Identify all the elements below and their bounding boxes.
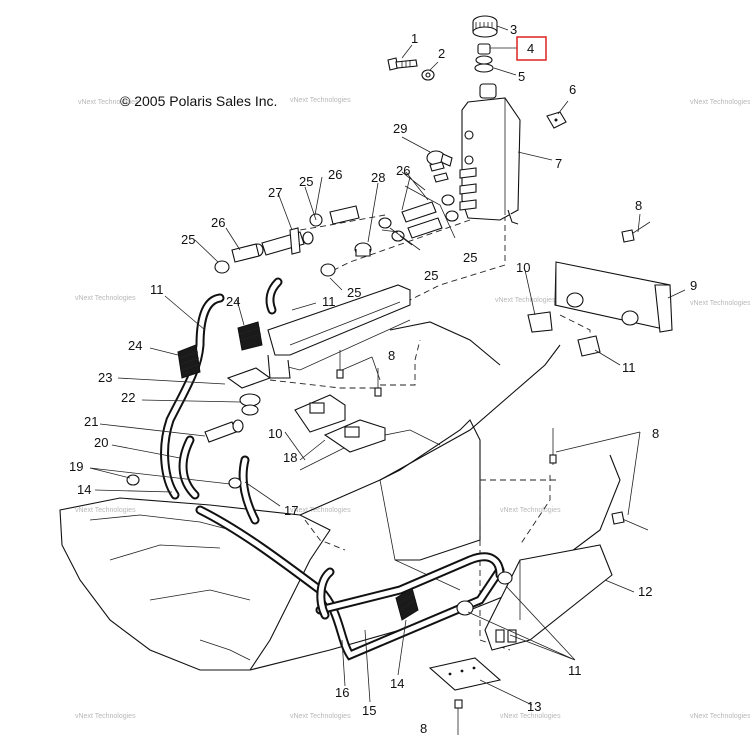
callout-25e: 25 xyxy=(347,285,361,300)
watermarks: vNext Technologies vNext Technologies vN… xyxy=(75,97,750,720)
tee-fitting-27 xyxy=(252,227,314,257)
bolt-8-bottom xyxy=(454,699,463,735)
dashed-leaders xyxy=(269,214,591,651)
callout-5: 5 xyxy=(518,69,525,84)
callout-1: 1 xyxy=(411,31,418,46)
watermark: vNext Technologies xyxy=(690,300,750,307)
callout-14a: 14 xyxy=(77,482,91,497)
callout-28: 28 xyxy=(371,170,385,185)
callout-20: 20 xyxy=(94,435,108,450)
callout-4: 4 xyxy=(527,41,534,56)
cap-seal xyxy=(474,43,494,73)
callout-11c: 11 xyxy=(622,360,636,375)
callout-17: 17 xyxy=(284,503,298,518)
callout-13: 13 xyxy=(527,699,541,714)
clamp-10 xyxy=(527,311,553,333)
callout-25c: 25 xyxy=(463,250,477,265)
callout-15: 15 xyxy=(362,703,376,718)
hose-sleeve-24 xyxy=(177,321,263,379)
callout-8d: 8 xyxy=(420,721,427,736)
callout-12: 12 xyxy=(638,584,652,599)
callout-22: 22 xyxy=(121,390,135,405)
callout-26a: 26 xyxy=(396,163,410,178)
leader-lines xyxy=(89,25,686,706)
watermark: vNext Technologies xyxy=(290,507,351,514)
callout-27: 27 xyxy=(268,185,282,200)
mounting-clip xyxy=(546,111,567,129)
callout-8c: 8 xyxy=(652,426,659,441)
callout-11b: 11 xyxy=(150,282,164,297)
hose-assembly-rear xyxy=(195,505,505,661)
callout-2: 2 xyxy=(438,46,445,61)
callout-21: 21 xyxy=(84,414,98,429)
callout-11d: 11 xyxy=(568,663,582,678)
bracket-23 xyxy=(226,367,272,389)
callout-23: 23 xyxy=(98,370,112,385)
watermark: vNext Technologies xyxy=(78,99,139,106)
clamp-11-right xyxy=(577,335,601,357)
callout-8a: 8 xyxy=(388,348,395,363)
callout-11a: 11 xyxy=(322,294,336,309)
callout-14b: 14 xyxy=(390,676,404,691)
hose-assembly-left xyxy=(160,277,283,525)
watermark: vNext Technologies xyxy=(500,507,561,514)
heat-exchanger-panel xyxy=(267,284,411,379)
watermark: vNext Technologies xyxy=(290,97,351,104)
callout-3: 3 xyxy=(510,22,517,37)
callout-18: 18 xyxy=(283,450,297,465)
hose-sleeve-14 xyxy=(395,587,419,621)
watermark: vNext Technologies xyxy=(690,713,750,720)
callout-25b: 25 xyxy=(181,232,195,247)
callout-7: 7 xyxy=(555,156,562,171)
coolant-reservoir xyxy=(459,83,521,225)
bolts-8-lower-right xyxy=(549,428,649,531)
copyright-text: © 2005 Polaris Sales Inc. xyxy=(120,93,277,109)
callout-24b: 24 xyxy=(128,338,142,353)
callout-9: 9 xyxy=(690,278,697,293)
fitting-21 xyxy=(204,419,244,443)
bolt xyxy=(387,57,418,71)
fitting-28 xyxy=(354,242,372,257)
grommet-22 xyxy=(239,393,261,416)
callout-6: 6 xyxy=(569,82,576,97)
callout-29: 29 xyxy=(393,121,407,136)
callout-10b: 10 xyxy=(516,260,530,275)
watermark: vNext Technologies xyxy=(75,507,136,514)
bracket-9 xyxy=(554,261,673,333)
callout-26c: 26 xyxy=(211,215,225,230)
callout-24a: 24 xyxy=(226,294,240,309)
watermark: vNext Technologies xyxy=(75,295,136,302)
watermark: vNext Technologies xyxy=(500,713,561,720)
bracket-18 xyxy=(294,394,386,453)
highlight-box xyxy=(516,36,547,61)
callout-19: 19 xyxy=(69,459,83,474)
callout-25a: 25 xyxy=(299,174,313,189)
plate-13 xyxy=(428,657,502,691)
bolts-8-upper xyxy=(336,350,382,397)
watermark: vNext Technologies xyxy=(690,99,750,106)
callout-26b: 26 xyxy=(328,167,342,182)
hose-clamp-29 xyxy=(426,150,453,167)
callout-8b: 8 xyxy=(635,198,642,213)
clamps-19 xyxy=(126,474,242,489)
bolt-8-right xyxy=(621,221,651,243)
radiator-cap xyxy=(472,15,498,38)
callout-16: 16 xyxy=(335,685,349,700)
callout-labels: 1 2 3 4 5 6 7 29 26 26 25 28 27 26 25 25… xyxy=(69,22,697,736)
hose-fittings xyxy=(378,161,459,242)
watermark: vNext Technologies xyxy=(290,713,351,720)
callout-25d: 25 xyxy=(424,268,438,283)
callout-10a: 10 xyxy=(268,426,282,441)
watermark: vNext Technologies xyxy=(495,297,556,304)
watermark: vNext Technologies xyxy=(75,713,136,720)
washer xyxy=(421,69,435,81)
